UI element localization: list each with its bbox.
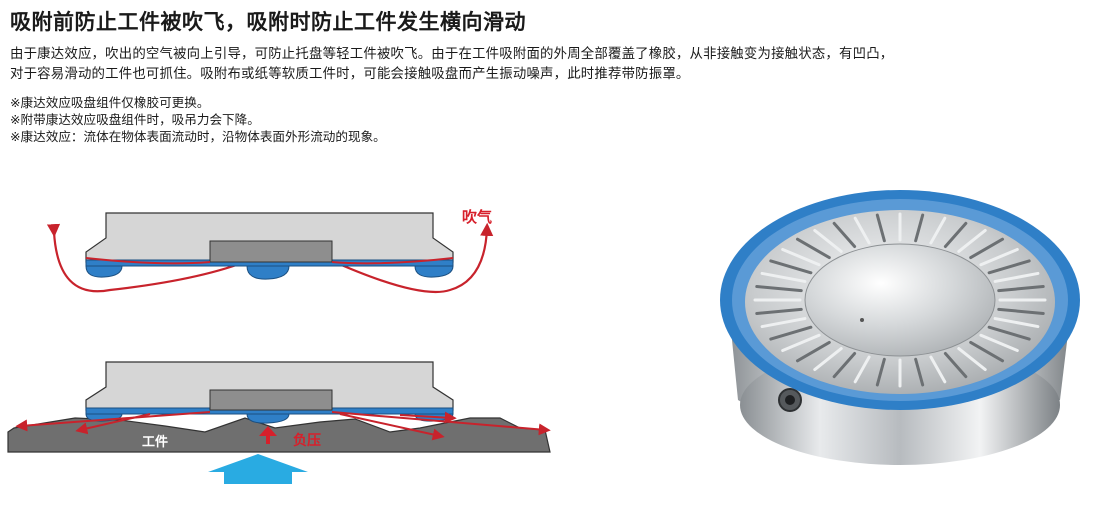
note-1: ※康达效应吸盘组件仅橡胶可更换。 [10, 95, 210, 110]
fin [929, 355, 947, 384]
flow-line-left [85, 257, 211, 265]
fin [853, 216, 871, 245]
nozzle-block [209, 240, 333, 263]
flow-line-right [331, 257, 454, 265]
airflow-arrow-left [46, 223, 251, 293]
fin [795, 237, 831, 260]
fin [875, 357, 886, 387]
suction-cup-photo [720, 190, 1080, 465]
description-line-1: 由于康达效应，吹出的空气被向上引导，可防止托盘等轻工件被吹飞。由于在工件吸附面的… [10, 47, 894, 62]
flow-arrow-right-2 [339, 413, 445, 441]
fin [795, 340, 831, 363]
fin [781, 247, 821, 267]
fin [769, 325, 813, 341]
fin [914, 213, 925, 243]
fin [969, 340, 1005, 363]
fin [875, 213, 886, 243]
flow-arrow-left-2 [75, 413, 151, 435]
fin [755, 285, 803, 293]
description: 由于康达效应，吹出的空气被向上引导，可防止托盘等轻工件被吹飞。由于在工件吸附面的… [10, 45, 1090, 85]
workpiece-label: 工件 [142, 434, 168, 450]
fin [997, 285, 1045, 293]
rubber-lip-right [414, 265, 454, 278]
airflow-up-arrow [208, 454, 308, 484]
blow-label: 吹气 [462, 208, 492, 226]
fin [781, 333, 821, 353]
fin [993, 271, 1040, 283]
threaded-port-hole [785, 395, 795, 405]
note-2: ※附带康达效应吸盘组件时，吸吊力会下降。 [10, 112, 260, 127]
fin [832, 351, 857, 379]
diagram-top: 吹气 [46, 208, 494, 294]
fin [969, 237, 1005, 260]
fin [853, 355, 871, 384]
fin [979, 333, 1019, 353]
page-title: 吸附前防止工件被吹飞，吸附时防止工件发生横向滑动 [10, 10, 526, 34]
fin [943, 351, 968, 379]
fin [943, 221, 968, 249]
notes-list: ※康达效应吸盘组件仅橡胶可更换。 ※附带康达效应吸盘组件时，吸吊力会下降。 ※康… [10, 94, 386, 145]
suction-pad-body-2 [85, 361, 454, 411]
rubber-lip-center [246, 265, 290, 280]
note-3: ※康达效应：流体在物体表面流动时，沿物体表面外形流动的现象。 [10, 129, 386, 144]
negative-pressure-label: 负压 [293, 432, 321, 449]
diagram-bottom: 工件 负压 [7, 361, 551, 484]
fin [832, 221, 857, 249]
flow-arrow-left-1 [15, 411, 211, 432]
center-plate [804, 243, 996, 357]
fin [760, 317, 807, 329]
fin [957, 347, 987, 372]
flow-arrow-right-3 [399, 411, 457, 424]
fin [914, 357, 925, 387]
fin [769, 259, 813, 275]
nozzle-block-2 [209, 389, 333, 411]
flow-arrow-right-1 [331, 411, 551, 436]
description-line-2: 对于容易滑动的工件也可抓住。吸附布或纸等软质工件时，可能会接触吸盘而产生振动噪声… [10, 67, 690, 82]
fin [987, 259, 1031, 275]
fin [957, 228, 987, 253]
airflow-arrow-right [329, 222, 494, 294]
cooling-fins [753, 212, 1047, 388]
fin [755, 307, 803, 315]
fin [979, 247, 1019, 267]
center-pin [860, 318, 864, 322]
fin [813, 228, 843, 253]
rubber-lip-center-2 [246, 413, 290, 424]
negative-pressure-arrow [259, 426, 277, 444]
fin [929, 216, 947, 245]
fin [987, 325, 1031, 341]
fin [993, 317, 1040, 329]
fin [997, 307, 1045, 315]
fin [813, 347, 843, 372]
fin [760, 271, 807, 283]
rubber-lip-left [85, 265, 123, 278]
